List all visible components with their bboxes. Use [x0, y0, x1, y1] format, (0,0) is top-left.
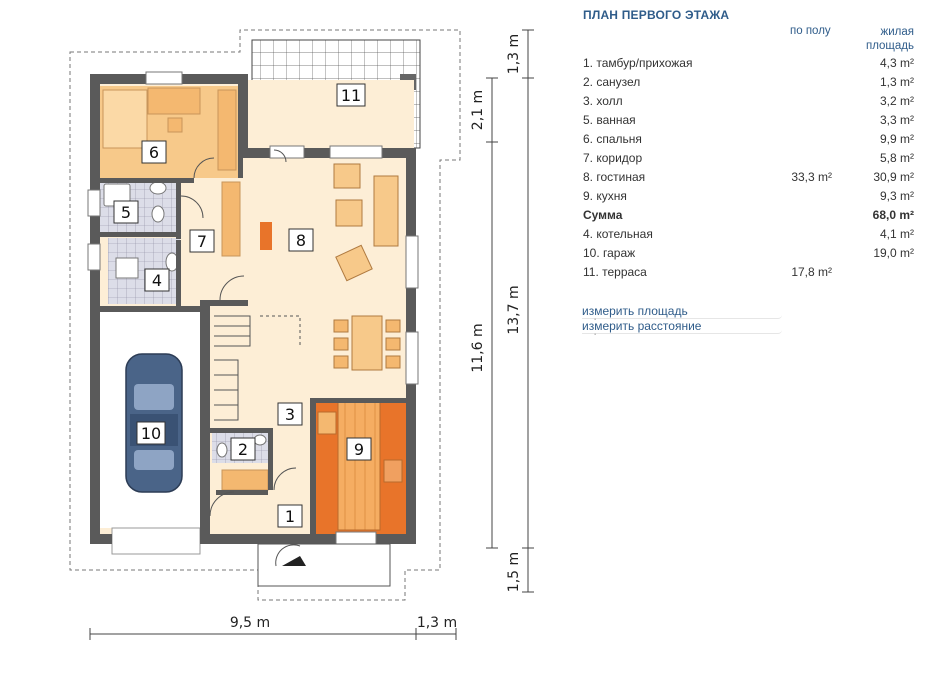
room-label-3: 3: [277, 402, 303, 426]
measure-links: измерить площадь▪ измерить расстояние▪: [580, 304, 920, 338]
dim-bottom-main: 9,5 m: [230, 615, 270, 631]
svg-text:7: 7: [197, 232, 207, 251]
measure-distance-link[interactable]: измерить расстояние▪: [582, 319, 782, 338]
room-labels: 1 2 3 4 5 6 7 8 9 10 11: [113, 83, 372, 528]
svg-text:10: 10: [141, 424, 161, 443]
room-label-2: 2: [230, 437, 256, 461]
garage-door: [111, 527, 201, 555]
dim-right-total: 13,7 m: [506, 285, 522, 334]
floor-plan: 1 2 3 4 5 6 7 8 9 10 11 9,5 m 1,3 m: [69, 29, 534, 640]
panel-title: ПЛАН ПЕРВОГО ЭТАЖА: [583, 8, 730, 22]
room-label-5: 5: [113, 200, 139, 224]
windows: [87, 71, 419, 545]
corridor-cabinets: [221, 181, 272, 257]
room-label-4: 4: [144, 268, 170, 292]
room-label-1: 1: [277, 504, 303, 528]
svg-text:9: 9: [354, 440, 364, 459]
svg-text:8: 8: [296, 231, 306, 250]
room-label-7: 7: [189, 229, 215, 253]
dim-bottom-side: 1,3 m: [417, 615, 457, 631]
dimension-right: [486, 29, 534, 593]
svg-text:6: 6: [149, 143, 159, 162]
svg-text:1: 1: [285, 507, 295, 526]
svg-text:5: 5: [121, 203, 131, 222]
dim-right-bottom: 1,5 m: [506, 552, 522, 592]
dimension-bottom: [89, 628, 457, 640]
entry-cabinet: [221, 469, 269, 491]
room-label-9: 9: [346, 437, 372, 461]
dim-right-top: 1,3 m: [506, 34, 522, 74]
room-label-6: 6: [141, 140, 167, 164]
ruler-icon: ▪: [594, 317, 597, 323]
floor-plan-drawing: 1 2 3 4 5 6 7 8 9 10 11 9,5 m 1,3 m: [69, 29, 534, 640]
kitchen: [316, 401, 406, 536]
ruler-icon: ▪: [594, 332, 597, 338]
entrance-porch: [257, 543, 391, 587]
svg-text:11: 11: [341, 86, 361, 105]
measure-area-link[interactable]: измерить площадь▪: [582, 304, 782, 323]
svg-text:3: 3: [285, 405, 295, 424]
living-furniture: [333, 163, 401, 371]
col-floor-header: по полу: [790, 25, 831, 37]
room-label-10: 10: [136, 421, 166, 445]
stairs: [214, 315, 301, 421]
svg-text:2: 2: [238, 440, 248, 459]
room-label-8: 8: [288, 228, 314, 252]
svg-text:4: 4: [152, 271, 162, 290]
dim-right-terrace: 2,1 m: [470, 90, 486, 130]
dim-right-inner: 11,6 m: [470, 323, 486, 372]
bedroom: [100, 86, 238, 178]
doors: [180, 149, 297, 517]
room-label-11: 11: [336, 83, 366, 107]
